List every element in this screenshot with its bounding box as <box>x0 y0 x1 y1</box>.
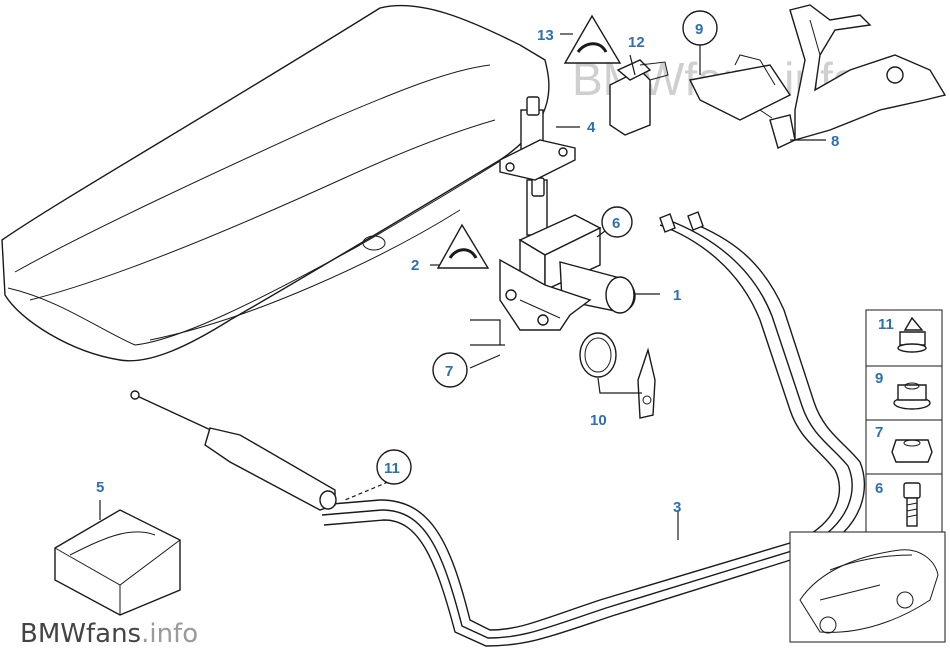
flange-nut-icon <box>893 382 931 410</box>
callout-6: 6 <box>612 215 620 232</box>
callout-1: 1 <box>673 287 681 304</box>
callout-2: 2 <box>411 257 419 274</box>
hinge-bracket <box>789 4 947 141</box>
callout-9: 9 <box>695 21 703 38</box>
foam-pad <box>54 509 181 616</box>
hardware-label: 11 <box>878 316 894 333</box>
callout-12: 12 <box>628 34 645 51</box>
leader-lines <box>99 33 826 540</box>
trunk-lid <box>1 4 550 362</box>
callout-10: 10 <box>590 412 607 429</box>
hydraulic-cylinder-left <box>130 390 337 511</box>
hydraulic-lines <box>319 211 866 647</box>
hardware-label: 7 <box>875 424 883 441</box>
callout-circle-11 <box>376 449 412 485</box>
callout-7: 7 <box>445 363 453 380</box>
callout-circle-9 <box>682 10 718 46</box>
flange-bolt-icon <box>897 316 927 353</box>
callout-circle-6 <box>601 206 633 238</box>
callout-11: 11 <box>384 460 400 477</box>
hardware-label: 9 <box>875 370 883 387</box>
car-location-thumbnail <box>789 531 946 643</box>
hardware-label: 6 <box>875 480 883 497</box>
callout-circle-7 <box>432 352 468 388</box>
warning-label-triangle-top <box>563 14 622 64</box>
watermark-bottom: BMWfans.info <box>20 619 198 649</box>
callout-8: 8 <box>831 133 839 150</box>
hex-screw-icon <box>903 482 921 527</box>
callout-3: 3 <box>673 499 681 516</box>
actuator-cylinder-top <box>499 96 576 181</box>
callout-13: 13 <box>537 27 554 44</box>
warning-label-triangle <box>436 223 490 269</box>
o-ring <box>579 332 617 378</box>
lock-mechanism <box>688 54 796 149</box>
bleed-fitting <box>637 347 656 419</box>
hex-nut-icon <box>891 439 933 463</box>
callout-4: 4 <box>587 119 596 136</box>
hardware-panel: 11 9 7 6 <box>865 309 943 533</box>
callout-5: 5 <box>96 479 104 496</box>
hydraulic-pump-unit <box>499 177 636 331</box>
